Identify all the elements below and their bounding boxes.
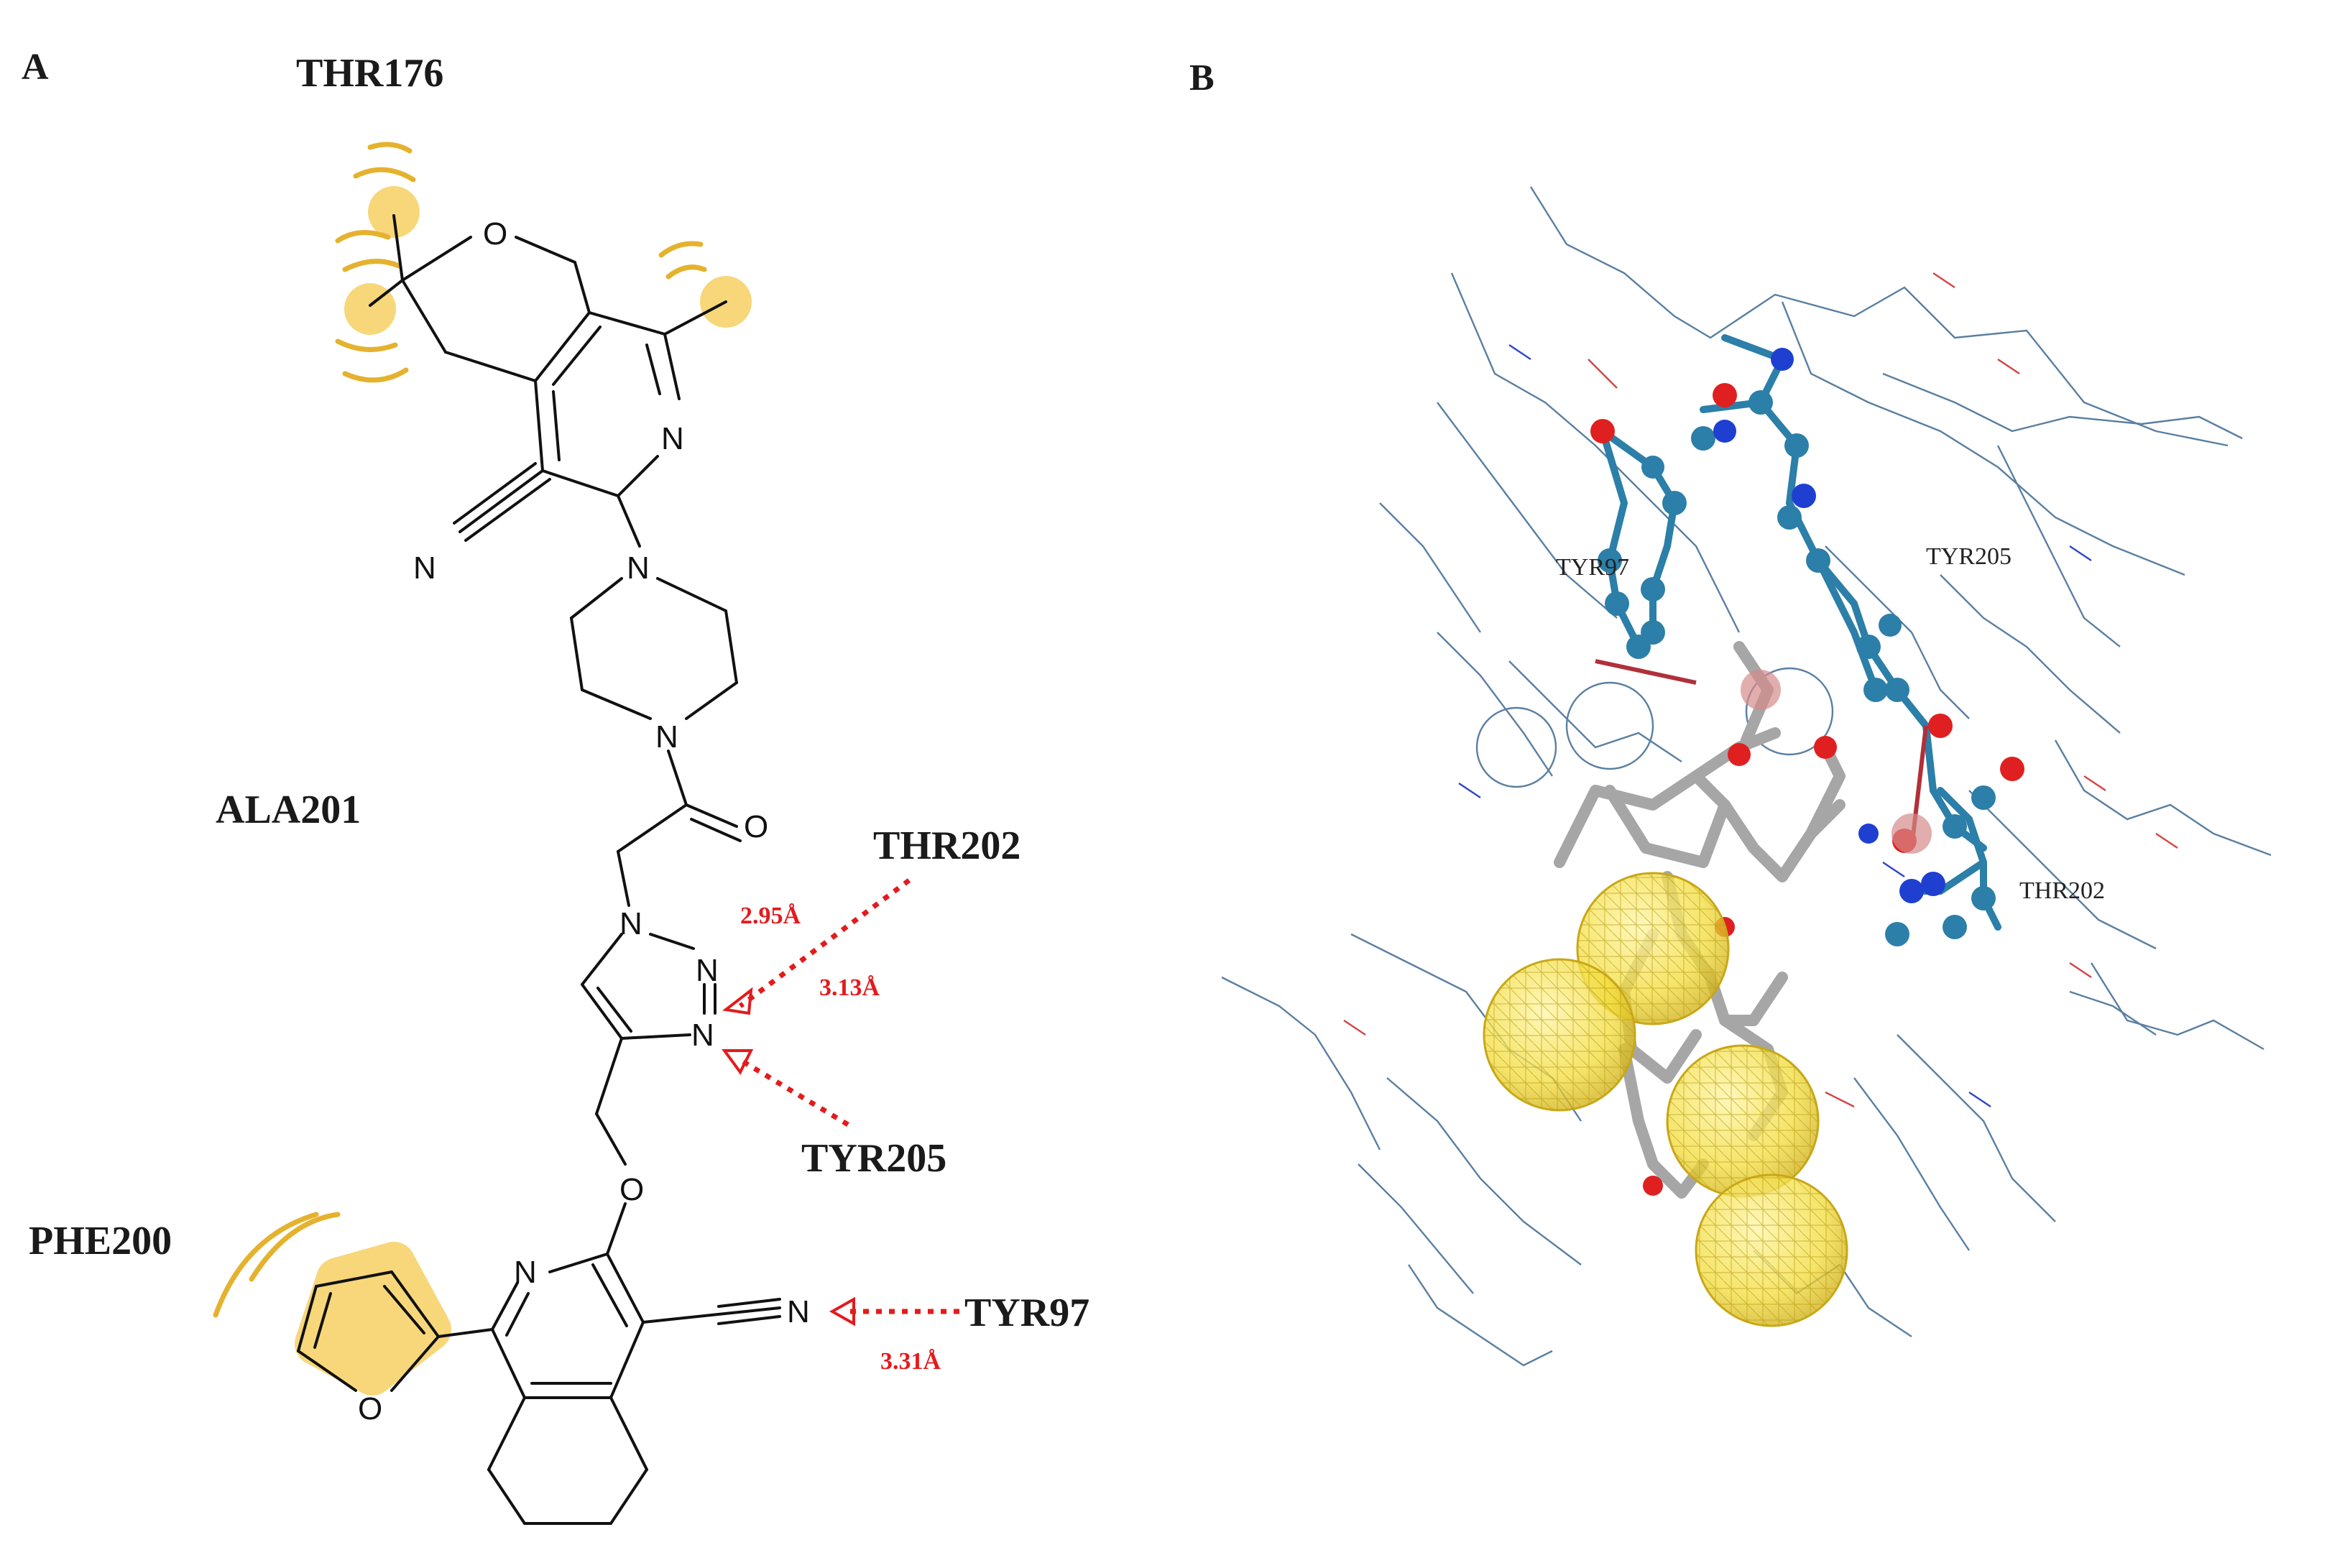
atom-o-carbonyl: O — [744, 809, 768, 844]
distance-label-2: 3.13Å — [819, 974, 880, 1001]
residue-label-tyr205: TYR205 — [801, 1136, 946, 1181]
atom-o-pyran: O — [483, 216, 507, 252]
residue-label-b-tyr205: TYR205 — [1926, 543, 2012, 570]
atom-n-piperazine-bottom: N — [655, 719, 678, 755]
atom-n-nitrile-bottom: N — [787, 1294, 810, 1329]
distance-label-1: 2.95Å — [740, 903, 801, 929]
atom-n-triazole-3: N — [691, 1018, 714, 1053]
arc-thr176-3 — [335, 230, 391, 244]
ligand-2d-structure — [297, 214, 781, 1525]
hydrophobic-arcs — [213, 142, 707, 1318]
hbond-arrow-tyr97 — [829, 1296, 855, 1327]
protein-wireframe — [1221, 186, 2272, 1367]
arc-thr176-1 — [367, 142, 413, 154]
residue-label-thr202: THR202 — [873, 824, 1020, 868]
hbond-arrow-tyr205 — [722, 1049, 754, 1075]
hydrophobic-spheres — [1483, 872, 1848, 1327]
hbond-tyr205 — [739, 1057, 849, 1127]
residue-label-b-tyr97: TYR97 — [1556, 554, 1629, 581]
atom-n-piperazine-top: N — [627, 550, 650, 586]
atom-n-nitrile-top: N — [413, 550, 436, 586]
residue-label-thr176: THR176 — [296, 51, 443, 96]
panel-b-letter: B — [1189, 57, 1215, 98]
atom-balls — [1590, 348, 2024, 1196]
residue-label-tyr97: TYR97 — [964, 1291, 1089, 1335]
arc-thr176-4 — [342, 259, 402, 272]
panel-a-letter: A — [22, 47, 49, 88]
atom-labels: O N N N N O N N N O N O N — [358, 216, 810, 1426]
ligand-sticks — [1554, 641, 1846, 1199]
residue-label-b-thr202: THR202 — [2019, 877, 2105, 904]
arc-phe200-1 — [213, 1212, 319, 1318]
arc-methyl-1 — [658, 241, 704, 258]
hbond-arrow-thr202 — [722, 987, 753, 1015]
panel-a: A — [22, 47, 1089, 1525]
residue-label-ala201: ALA201 — [216, 788, 361, 832]
distance-label-3: 3.31Å — [880, 1348, 941, 1375]
atom-n-triazole-1: N — [619, 906, 642, 941]
methyl-glow-1 — [368, 186, 420, 238]
hbond-thr202 — [738, 878, 911, 1008]
hydrophobic-highlights — [295, 186, 752, 1396]
arc-methyl-2 — [665, 264, 707, 280]
hydrogen-bonds — [722, 878, 959, 1327]
atom-o-furan: O — [358, 1391, 382, 1426]
arc-phe200-2 — [249, 1212, 341, 1282]
panel-b: B — [1189, 57, 2272, 1367]
arc-thr176-5 — [335, 338, 398, 352]
atom-n-triazole-2: N — [696, 953, 719, 988]
atom-n-pyridine: N — [661, 421, 684, 456]
arc-thr176-2 — [353, 167, 416, 183]
arc-thr176-6 — [342, 367, 409, 383]
residue-label-phe200: PHE200 — [29, 1219, 172, 1263]
atom-o-ether: O — [619, 1172, 644, 1207]
atom-n-isoquinoline: N — [514, 1255, 537, 1290]
